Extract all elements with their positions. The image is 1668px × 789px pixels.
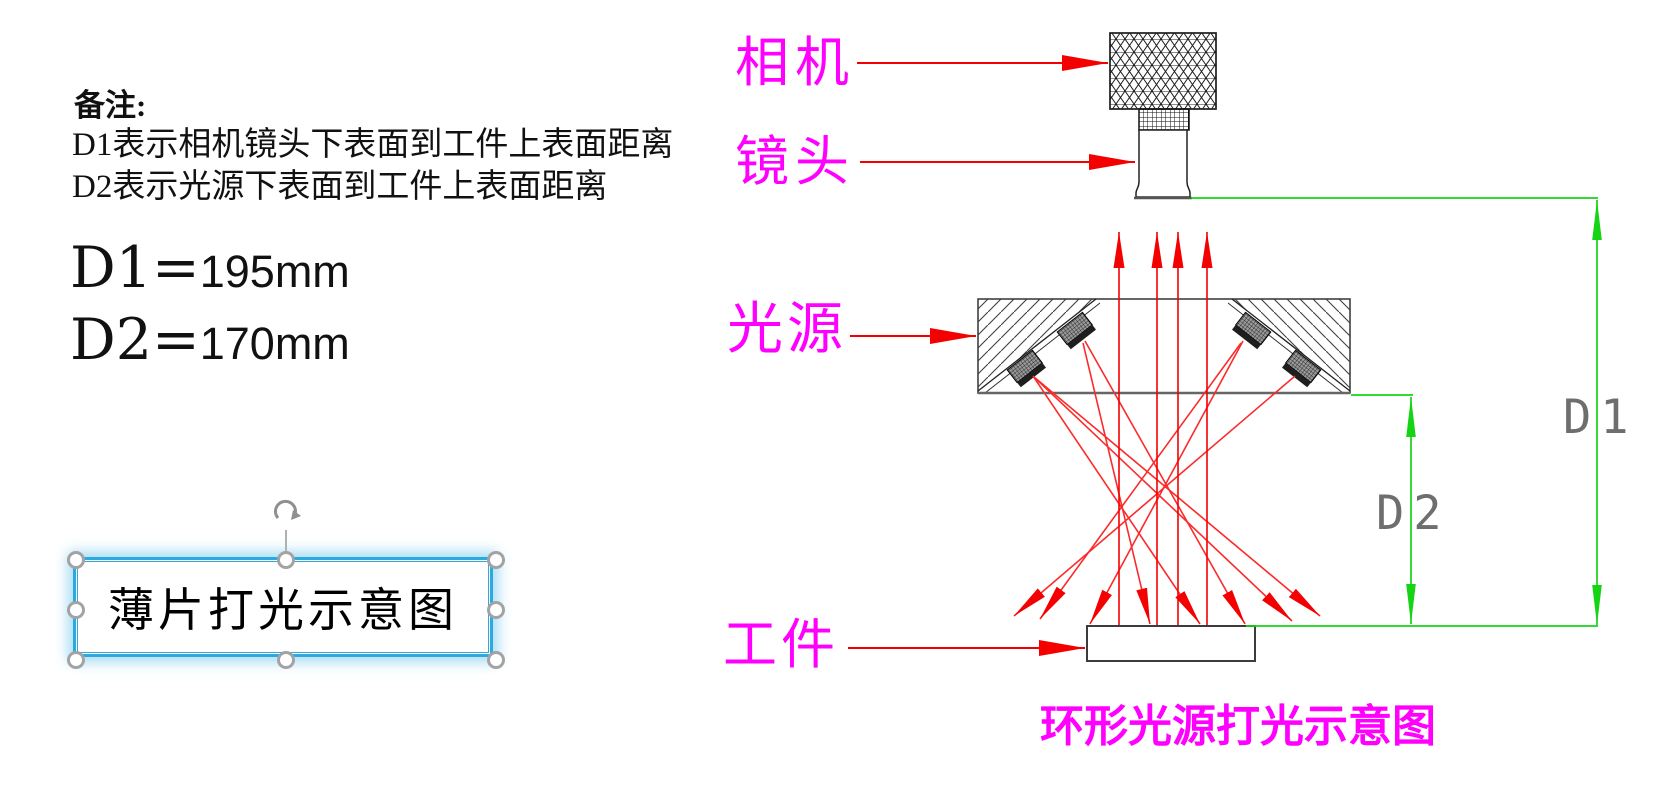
ring-light-housing (977, 298, 1351, 395)
d2-equals: = (151, 307, 200, 373)
resize-handle-top-left[interactable] (67, 551, 85, 569)
camera-body (1109, 32, 1217, 110)
camera-label: 相机 (735, 33, 855, 93)
d1-name: D1 (70, 235, 152, 301)
resize-handle-bottom-center[interactable] (277, 651, 295, 669)
lens-label: 镜头 (735, 132, 855, 192)
rotation-handle-stem (285, 530, 287, 553)
resize-handle-bottom-right[interactable] (487, 651, 505, 669)
workpiece-body (1086, 625, 1256, 662)
resize-handle-middle-left[interactable] (67, 601, 85, 619)
rotation-handle-icon[interactable] (269, 496, 303, 530)
diagram-caption: 环形光源打光示意图 (1040, 702, 1436, 751)
d1-equals: = (151, 235, 200, 301)
dimension-lines (1191, 197, 1602, 627)
textbox-label: 薄片打光示意图 (108, 585, 458, 636)
resize-handle-top-right[interactable] (487, 551, 505, 569)
lens-body (1134, 129, 1192, 200)
notes-title: 备注: (74, 88, 147, 123)
d2-value: 170mm (199, 318, 350, 369)
camera-mount (1138, 108, 1190, 131)
light-source-label: 光源 (727, 299, 847, 361)
resize-handle-top-center[interactable] (277, 551, 295, 569)
reflected-rays (1113, 232, 1213, 626)
d2-name: D2 (70, 307, 152, 373)
d1-value: 195mm (199, 246, 350, 297)
dimension-d1-label: D1 (1563, 390, 1638, 445)
resize-handle-bottom-left[interactable] (67, 651, 85, 669)
dimension-d2-label: D2 (1376, 486, 1451, 541)
workpiece-label: 工件 (723, 615, 839, 675)
d2-value-row: D2=170mm (70, 312, 350, 369)
resize-handle-middle-right[interactable] (487, 601, 505, 619)
d1-value-row: D1=195mm (70, 240, 350, 297)
led-module (1282, 349, 1322, 388)
led-module (1232, 311, 1272, 350)
note-line-d1: D1表示相机镜头下表面到工件上表面距离 (72, 127, 674, 163)
led-module (1056, 311, 1096, 350)
leader-arrows (848, 55, 1135, 656)
led-module (1006, 349, 1046, 388)
note-line-d2: D2表示光源下表面到工件上表面距离 (72, 169, 608, 205)
